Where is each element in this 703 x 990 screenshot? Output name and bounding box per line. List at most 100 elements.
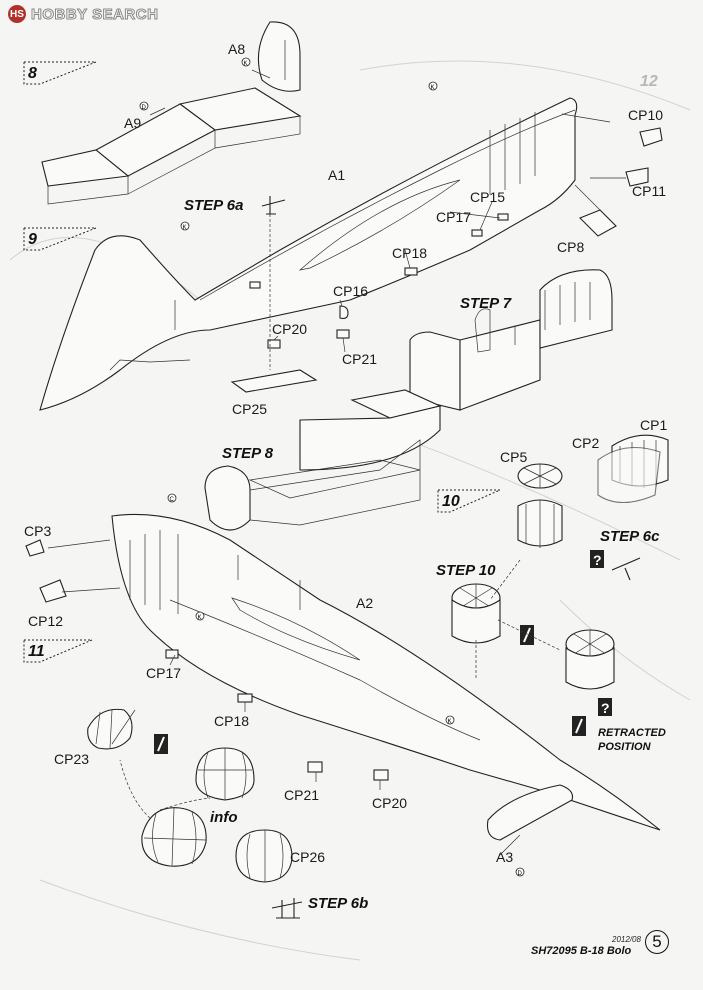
label-CP17-bottom: CP17 [146,665,181,681]
part-CP17a [497,213,509,221]
info-direction-marker [154,734,168,754]
step-9-marker: 9 [23,227,97,251]
part-CP23 [87,708,133,750]
label-CP12: CP12 [28,613,63,629]
logo-mark-icon: HS [8,5,26,23]
svg-text:11: 11 [28,643,45,660]
step-7-label: STEP 7 [460,295,512,312]
fuselage-half-A1 [39,97,578,411]
label-CP26: CP26 [290,849,325,865]
label-CP23: CP23 [54,751,89,767]
part-CP21a [336,329,350,339]
callout-K-1: K [241,57,251,67]
footer-date: 2012/08 [612,935,641,944]
step-10-marker: 10 [437,489,501,513]
svg-text:9: 9 [28,231,37,248]
part-CP17b [165,649,179,659]
svg-text:?: ? [593,552,602,568]
label-A9: A9 [124,115,141,131]
label-CP3: CP3 [24,523,51,539]
svg-text:?: ? [601,700,610,716]
callout-K-5: K [445,715,455,725]
svg-text:C: C [170,497,175,503]
step-6c-label: STEP 6c [600,528,660,545]
callout-D-1: D [139,101,149,111]
part-A3 [486,784,574,841]
footer-reference: SH72095 B-18 Bolo [531,945,632,957]
svg-text:K: K [244,61,248,67]
step-6b-label: STEP 6b [308,895,368,912]
label-CP20-top: CP20 [272,321,307,337]
tailplane-assembly [41,21,302,205]
nose-dome-left [141,807,207,867]
step-7-cockpit-assembly [409,269,613,411]
label-CP16: CP16 [333,283,368,299]
step-11-marker: 11 [23,639,93,663]
callout-K-2: K [428,81,438,91]
page-number: 5 [645,930,669,954]
svg-text:10: 10 [442,493,460,510]
step-10-label: STEP 10 [436,562,496,579]
svg-text:K: K [448,719,452,725]
label-A3: A3 [496,849,513,865]
step-8-label: STEP 8 [222,445,274,462]
svg-text:8: 8 [28,65,37,82]
step-6a-label: STEP 6a [184,197,243,214]
label-CP18-bottom: CP18 [214,713,249,729]
part-CP2 [597,447,661,504]
logo-text: HOBBY SEARCH [30,5,159,23]
step-8-marker: 8 [23,61,97,85]
label-CP8: CP8 [557,239,584,255]
step-10-turret-upper [451,583,501,644]
step-8-floor-assembly [204,389,442,531]
callout-C: C [167,493,177,503]
part-CP3 [25,539,45,557]
part-CP5 [517,463,563,548]
svg-text:D: D [518,871,523,877]
step-6a-gun [261,196,286,370]
label-CP18-top: CP18 [392,245,427,261]
part-CP18b [237,693,253,703]
part-CP18a [404,267,418,276]
callout-K-4: K [195,611,205,621]
label-A8: A8 [228,41,245,57]
retracted-label-2: POSITION [598,741,652,753]
svg-text:K: K [198,615,202,621]
label-CP11: CP11 [632,183,666,199]
part-CP12 [39,579,67,603]
part-CP8 [579,209,617,237]
part-CP11 [625,167,649,187]
step-12-marker: 12 [640,73,658,90]
nose-dome-info [195,747,255,801]
part-slot [249,281,261,289]
callout-K-3: K [180,221,190,231]
label-CP1: CP1 [640,417,667,433]
label-CP5: CP5 [500,449,527,465]
label-CP15: CP15 [470,189,505,205]
svg-text:D: D [142,105,147,111]
step-6c-callout: ? [590,550,641,581]
part-CP20b [373,769,389,781]
direction-marker-2 [572,716,586,736]
label-A2: A2 [356,595,373,611]
part-CP16 [339,305,349,319]
part-CP15 [471,229,483,237]
label-CP20-bottom: CP20 [372,795,407,811]
label-CP2: CP2 [572,435,599,451]
retracted-label-1: RETRACTED [598,727,666,739]
part-CP10 [639,127,663,147]
part-CP25 [230,369,318,393]
hobby-search-logo: HS HOBBY SEARCH [8,4,158,24]
step-10-turret-retracted [565,629,615,690]
part-CP26 [235,829,293,883]
label-CP21-bottom: CP21 [284,787,319,803]
retracted-question-icon: ? [598,698,612,716]
part-CP21b [307,761,323,773]
label-CP21-top: CP21 [342,351,377,367]
label-CP25: CP25 [232,401,267,417]
callout-D-2: D [515,867,525,877]
label-A1: A1 [328,167,345,183]
svg-text:K: K [431,85,435,91]
